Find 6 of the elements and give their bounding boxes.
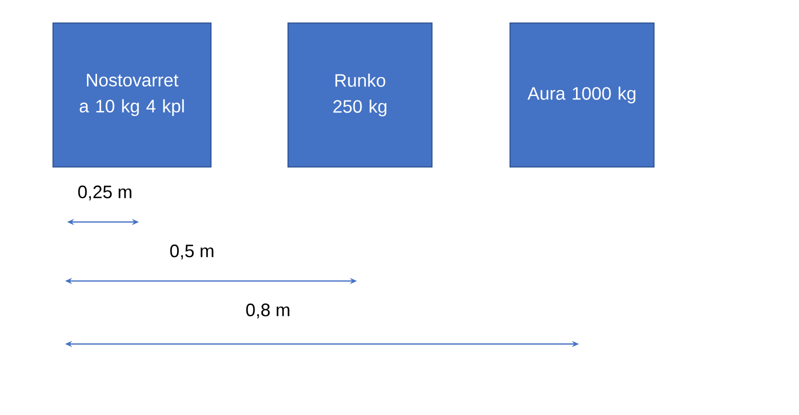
process-box: Nostovarret a 10 kg 4 kpl — [52, 22, 212, 168]
dimension-label: 0,8 m — [246, 304, 290, 318]
dimension-label: 0,25 m — [78, 186, 132, 200]
process-box: Runko 250 kg — [288, 22, 432, 168]
dimension-label: 0,5 m — [170, 244, 214, 260]
process-box: Aura 1000 kg — [510, 22, 654, 168]
